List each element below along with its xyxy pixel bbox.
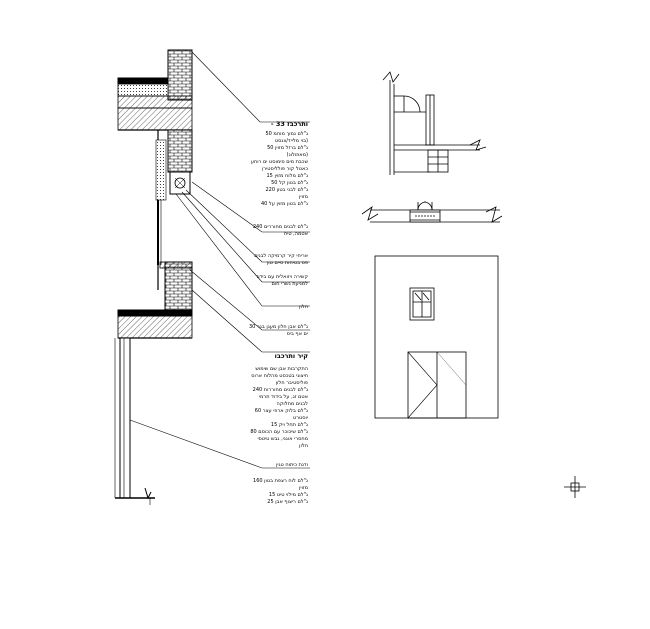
note-wall-h6: לבנים מחלוקה (277, 401, 309, 407)
note-wall-header: קיר ותרכבו (275, 352, 309, 360)
floor-slab (117, 309, 193, 317)
note-wall-h9: ג"לם תחל ויק 15 (271, 422, 308, 428)
note-lintel: חלון (299, 304, 308, 310)
note-roof-8: ג"לם בטון קל 50 (271, 180, 308, 186)
elevation-outline (374, 255, 499, 419)
annotation-block: - ותרכבז 33 ג"לם נמוך מוחמ 50 בוי מלייד/… (249, 120, 308, 505)
note-wall-h3: פוליסטיבר חלון (276, 380, 308, 386)
note-window-2: פס בטיחות סיים טון (267, 260, 308, 266)
note-roof-9: ג"לם לבני בטון 220 (265, 187, 308, 193)
elevation (374, 255, 499, 419)
note-wall-h5: אטם זג, על בידוד תרמי (259, 394, 308, 400)
note-wall-h11: מחסרי אוגני, גבש טיטסי (257, 436, 308, 442)
note-sill-2: למניעת גשרי חום (272, 281, 309, 287)
lower-brick-wall (164, 261, 193, 311)
lower-wall-cladding (119, 337, 131, 499)
note-wall-h12: חלון (299, 443, 308, 449)
elevation-window (409, 287, 435, 321)
note-floor-5: ג"לם ריצוף אבן 25 (267, 499, 308, 505)
middle-brick-wall (167, 129, 193, 173)
note-wall-h1: התקרבות אבן שם שימוש (255, 366, 308, 372)
note-slab-1: ג"לם אבן חלון מעגן בגר 30 (249, 324, 308, 330)
note-roof-4: (מאוזולוג) (287, 152, 308, 158)
window-plan-section (361, 201, 503, 223)
note-roof-6: כאטל קור פולליסטירן (262, 166, 308, 172)
roof-slab-concrete (117, 95, 193, 109)
note-roof-header: - ותרכבז 33 (271, 120, 308, 128)
leader-lines (129, 51, 310, 469)
note-roof-2: בוי מלייד/ווגסט) (275, 138, 308, 144)
note-roof-3: ג"לם ברזל מזוין 50 (267, 145, 308, 151)
note-roof-5: שכבת מים סימוסט ים רוחע (251, 159, 309, 165)
note-wall-2: אטמה, טיח (284, 231, 308, 237)
note-floor-1: ודנת כיתוח טגין (276, 462, 308, 468)
note-roof-10: מזוין (299, 194, 308, 200)
note-wall-1: 240 ג"לם לבנים מחוררים (253, 224, 308, 230)
upper-brick-wall (167, 49, 193, 101)
wall-section (114, 49, 193, 505)
roof-slab-top (117, 77, 169, 85)
note-window-1: אריחי קיר קרמיקה לבנים (254, 253, 308, 259)
note-roof-11: ג"לם בטון מזוין על 40 (261, 201, 308, 207)
note-wall-h4: 240 ג"לם לבנים מחוררות (253, 387, 308, 393)
floor-slab-concrete (117, 315, 193, 339)
note-floor-3: מזוין (299, 485, 308, 491)
window-frame (155, 139, 167, 201)
plan-detail (382, 71, 487, 175)
note-wall-h7: ג"לם בלוק ארוזי עצר 60 (255, 408, 308, 414)
note-floor-2: ג"לם לוח רצפת בטון 160 (253, 478, 308, 484)
note-slab-2: ים אף ביס (287, 331, 308, 337)
note-wall-h10: ג"לם שיכוכר עם הכוסם 80 (250, 429, 308, 435)
note-wall-h8: יוסטרט (293, 415, 308, 421)
roof-slab-ceiling (117, 107, 193, 131)
roof-slab-insulation (117, 83, 169, 97)
note-roof-7: ג"לם מלוח מזוין 15 (267, 173, 309, 179)
note-roof-1: ג"לם נמוך מוחמ 50 (265, 131, 308, 137)
note-sill-1: קשירה ויזואלית עם בידוד (255, 274, 308, 280)
crosshair-icon (564, 476, 586, 498)
note-floor-4: ג"לם מילוי טיט 15 (269, 492, 308, 498)
note-wall-h2: חיצוני בטכסט מהלוח ארוס (251, 373, 308, 379)
